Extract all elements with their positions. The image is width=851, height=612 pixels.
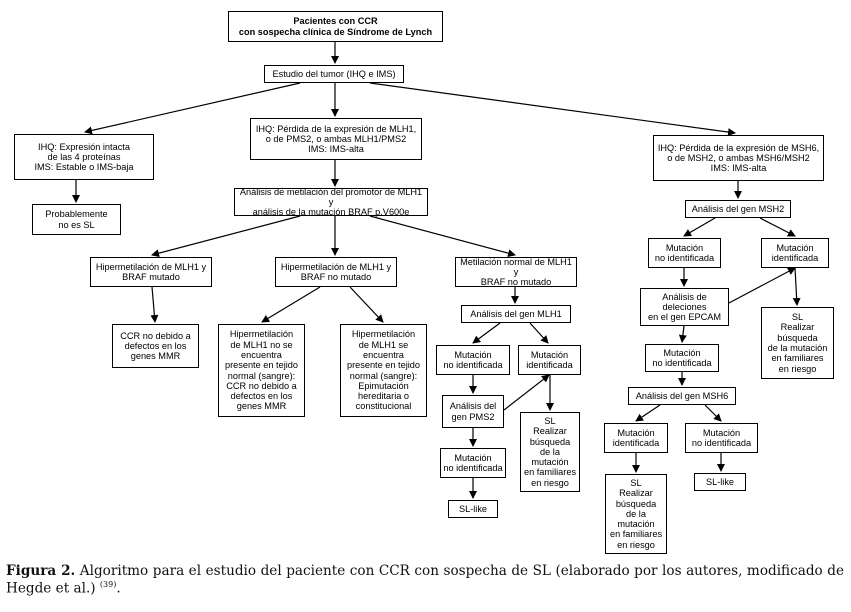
node-metilacion-normal: Metilación normal de MLH1 y BRAF no muta… [455, 257, 577, 287]
figure-label: Figura 2. [6, 563, 76, 579]
connector-arrow [472, 322, 501, 344]
connector-arrow [503, 374, 550, 411]
connector-arrow [635, 404, 661, 422]
node-sl-1: SL Realizar búsqueda de la mutación en f… [520, 412, 580, 492]
connector-arrow [369, 215, 516, 258]
node-ihq-intacta: IHQ: Expresión intacta de las 4 proteína… [14, 134, 154, 180]
node-mutacion-no-identificada-2: Mutación no identificada [440, 448, 506, 478]
flowchart-arrows [72, 42, 801, 499]
connector-arrow [150, 286, 159, 323]
node-analisis-gen-mlh1: Análisis del gen MLH1 [461, 305, 571, 323]
connector-arrow [151, 215, 301, 258]
node-analisis-metilacion: Análisis de metilación del promotor de M… [234, 187, 428, 217]
node-probablemente-no-sl: Probablemente no es SL [32, 204, 121, 235]
connector-arrow [261, 286, 321, 323]
connector-arrow [683, 217, 716, 237]
node-analisis-gen-msh2: Análisis del gen MSH2 [685, 200, 791, 218]
node-estudio-tumor: Estudio del tumor (IHQ e IMS) [264, 65, 404, 83]
node-mutacion-no-identificada-4: Mutación no identificada [645, 344, 719, 372]
node-hipermetilacion-braf-no-mutado: Hipermetilación de MLH1 y BRAF no mutado [275, 257, 397, 287]
caption-reference: (39) [99, 580, 117, 590]
node-sl-3: SL Realizar búsqueda de la mutación en f… [605, 474, 667, 554]
node-ihq-perdida-mlh1: IHQ: Pérdida de la expresión de MLH1, o … [250, 118, 422, 160]
node-hipermetilacion-no-presente: Hipermetilación de MLH1 no se encuentra … [218, 324, 305, 417]
node-mutacion-no-identificada-5: Mutación no identificada [685, 423, 758, 453]
node-hipermetilacion-braf-mutado: Hipermetilación de MLH1 y BRAF mutado [90, 257, 212, 287]
connector-arrow [84, 82, 301, 135]
node-sl-2: SL Realizar búsqueda de la mutación en f… [761, 307, 834, 379]
node-mutacion-no-identificada-3: Mutación no identificada [648, 238, 721, 268]
node-analisis-gen-pms2: Análisis del gen PMS2 [442, 395, 504, 428]
node-mutacion-no-identificada-1: Mutación no identificada [436, 345, 510, 375]
node-analisis-gen-msh6: Análisis del gen MSH6 [628, 387, 736, 405]
node-hipermetilacion-presente: Hipermetilación de MLH1 se encuentra pre… [340, 324, 427, 417]
node-root: Pacientes con CCR con sospecha clínica d… [228, 11, 443, 42]
connector-arrow [792, 267, 801, 306]
node-mutacion-identificada-3: Mutación identificada [761, 238, 829, 268]
connector-arrow [369, 82, 736, 137]
figure-caption: Figura 2. Algoritmo para el estudio del … [6, 563, 844, 598]
connector-arrow [728, 267, 796, 304]
node-ihq-perdida-msh6: IHQ: Pérdida de la expresión de MSH6, o … [653, 135, 824, 181]
node-mutacion-identificada-1: Mutación identificada [518, 345, 581, 375]
node-ccr-no-debido: CCR no debido a defectos en los genes MM… [112, 324, 199, 368]
connector-arrow [349, 286, 384, 323]
caption-end: . [116, 580, 121, 597]
connector-arrow [529, 322, 549, 344]
connector-arrow [759, 217, 796, 237]
node-analisis-deleciones-epcam: Análisis de deleciones en el gen EPCAM [640, 288, 729, 326]
node-sl-like-2: SL-like [694, 473, 746, 491]
connector-arrow [704, 404, 722, 422]
flowchart: Pacientes con CCR con sospecha clínica d… [14, 11, 834, 554]
caption-text: Algoritmo para el estudio del paciente c… [6, 563, 844, 597]
node-sl-like-1: SL-like [448, 500, 498, 518]
connector-arrow [678, 325, 687, 343]
node-mutacion-identificada-5: Mutación identificada [604, 423, 668, 453]
